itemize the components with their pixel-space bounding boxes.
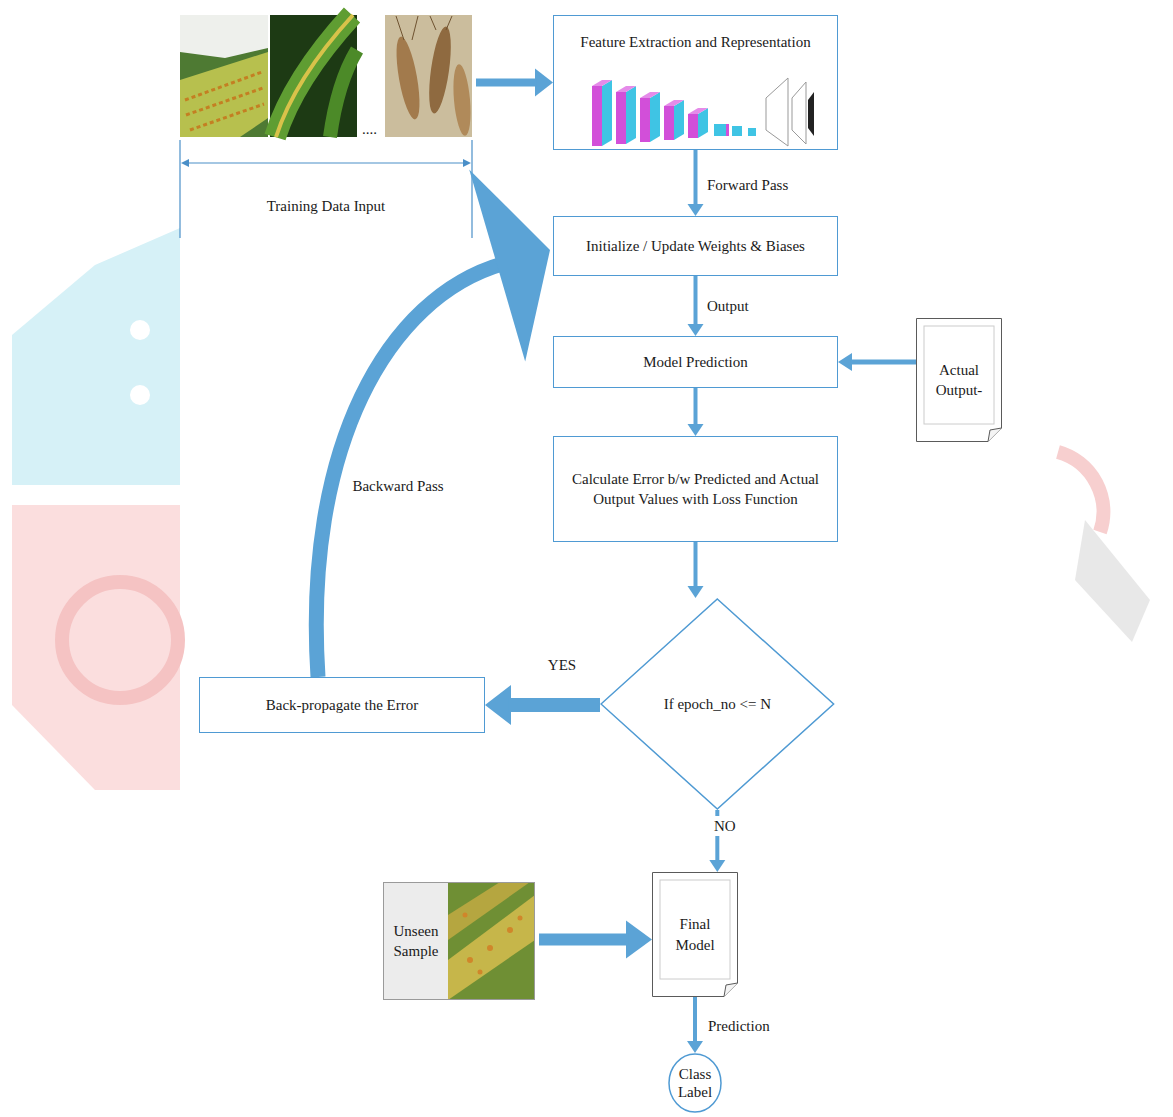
arrow-shaft xyxy=(851,360,916,365)
arrow-shaft xyxy=(694,150,698,205)
flow-arrow xyxy=(688,276,704,336)
arrow-shaft xyxy=(693,997,697,1042)
arrow-head xyxy=(688,324,704,336)
document-fold xyxy=(988,428,1002,442)
arrow-shaft xyxy=(694,388,698,425)
flow-arrow xyxy=(316,169,550,677)
document-inner xyxy=(660,880,730,979)
circle-outline xyxy=(669,1054,721,1112)
node-text: Initialize / Update Weights & Biases xyxy=(586,236,805,256)
arrow-shaft xyxy=(694,276,698,325)
arrow-head xyxy=(469,169,550,361)
process-box: Back-propagate the Error xyxy=(199,677,485,733)
training-bracket xyxy=(180,140,472,238)
arrow-shaft xyxy=(316,264,502,677)
document-shape: Final Model xyxy=(652,872,738,997)
document-outline xyxy=(917,319,1002,442)
document-fold xyxy=(724,983,738,997)
arrow-shaft xyxy=(476,79,537,87)
sample-box: Unseen Sample xyxy=(383,882,535,1000)
shape-outline xyxy=(668,1053,722,1113)
node-text: Model Prediction xyxy=(643,352,748,372)
node-text: Calculate Error b/w Predicted and Actual… xyxy=(562,469,829,510)
bracket-label: Training Data Input xyxy=(180,196,472,216)
edge-label: Output xyxy=(705,296,751,316)
edge-label: NO xyxy=(712,816,738,836)
arrow-head xyxy=(688,204,704,216)
arrow-shaft xyxy=(539,934,629,946)
process-box: Model Prediction xyxy=(553,336,838,388)
watermark xyxy=(12,228,1150,790)
flow-arrow xyxy=(688,388,704,436)
arrow-shaft xyxy=(508,698,600,712)
flow-arrow xyxy=(688,150,704,216)
decision-diamond: If epoch_no <= N xyxy=(600,598,835,810)
edge-label: Backward Pass xyxy=(350,476,445,496)
flow-arrow xyxy=(485,685,600,725)
process-box: Feature Extraction and Representation xyxy=(553,15,838,150)
training-data-group: .... Training Data Input xyxy=(180,15,472,240)
leaf-photo xyxy=(270,15,357,137)
flow-arrow xyxy=(539,921,652,959)
flow-arrow xyxy=(476,69,553,97)
node-text: If epoch_no <= N xyxy=(664,694,771,714)
arrow-head xyxy=(626,921,652,959)
arrow-head xyxy=(688,424,704,436)
arrow-head xyxy=(709,860,725,872)
arrow-head xyxy=(687,1041,703,1053)
shape-outline xyxy=(916,318,1002,442)
edge-label: Prediction xyxy=(706,1016,772,1036)
diamond-outline xyxy=(601,599,834,809)
edge-label: YES xyxy=(546,655,578,675)
terminal-circle: Class Label xyxy=(668,1053,722,1113)
node-text: Unseen Sample xyxy=(384,921,448,962)
document-inner xyxy=(924,326,994,424)
flow-arrow xyxy=(688,542,704,598)
node-text: Actual Output- xyxy=(930,360,988,401)
edge-label: Forward Pass xyxy=(705,175,790,195)
flow-arrow xyxy=(687,997,703,1053)
wheat-photo xyxy=(385,15,473,137)
arrow-head xyxy=(535,69,553,97)
arrow-head xyxy=(838,353,852,371)
cnn-illustration xyxy=(592,78,814,146)
node-text: Feature Extraction and Representation xyxy=(580,32,810,52)
flow-arrow xyxy=(838,353,916,371)
leaf-photo xyxy=(180,15,268,137)
node-text: Back-propagate the Error xyxy=(266,695,418,715)
document-outline xyxy=(653,873,738,997)
arrow-head xyxy=(688,586,704,598)
ellipsis-text: .... xyxy=(362,119,377,139)
node-text: Final Model xyxy=(666,914,724,955)
process-box: Initialize / Update Weights & Biases xyxy=(553,216,838,276)
arrow-head xyxy=(485,685,511,725)
node-text: Class Label xyxy=(672,1065,718,1101)
shape-outline xyxy=(652,872,738,997)
document-shape: Actual Output- xyxy=(916,318,1002,442)
arrow-shaft xyxy=(694,542,698,587)
process-box: Calculate Error b/w Predicted and Actual… xyxy=(553,436,838,542)
